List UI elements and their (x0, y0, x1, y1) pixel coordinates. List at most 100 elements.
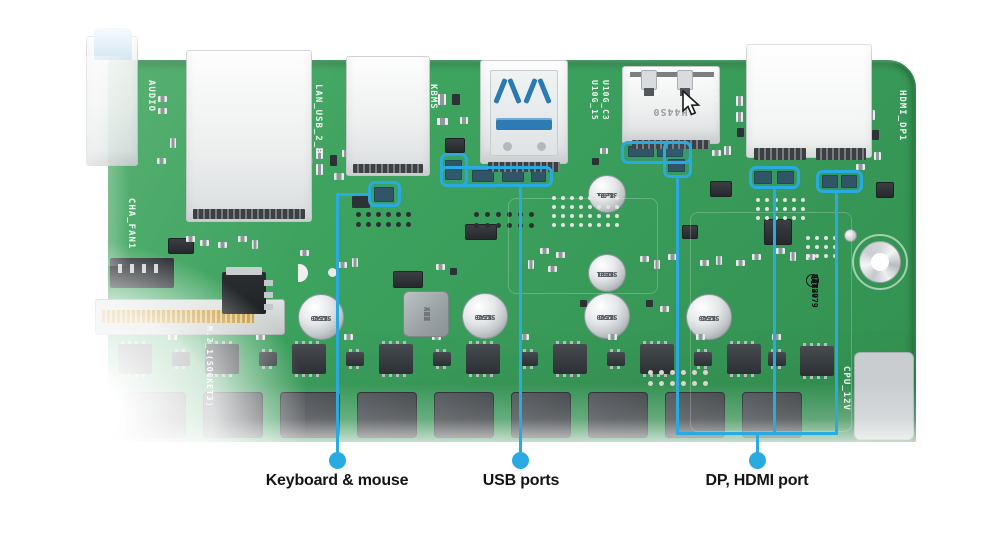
soic-chip (694, 349, 712, 369)
pin-pad (692, 370, 697, 375)
ic-chip (465, 224, 497, 240)
pin-pad (366, 212, 371, 217)
smd-component (436, 264, 445, 270)
leader-line-usb (519, 187, 522, 453)
mouse-cursor-icon (682, 90, 701, 116)
pin-pad (474, 212, 479, 217)
ic-chip (876, 182, 894, 198)
inductor-marking: -47 400 XNX (422, 306, 432, 322)
pin-pad (824, 236, 828, 240)
mosfet-chip (800, 343, 834, 379)
smd-component (374, 187, 394, 202)
smd-component (874, 152, 881, 160)
mosfet-chip (640, 341, 674, 377)
highlight-hdmi-chip-b (816, 170, 863, 193)
smd-component (580, 300, 587, 307)
pin-pad (552, 223, 556, 227)
dp-notch (644, 88, 654, 96)
photo-fade-top (70, 0, 930, 66)
connector-pins (353, 164, 423, 173)
pin-pad (396, 222, 401, 227)
pin-pad (774, 216, 778, 220)
smd-component (452, 94, 460, 105)
pin-pad (792, 198, 796, 202)
pin-pad (615, 196, 619, 200)
pin-pad (606, 205, 610, 209)
pin-pad (588, 205, 592, 209)
mounting-hole (871, 253, 889, 271)
highlight-kbms-chip (368, 181, 401, 207)
silkscreen-dp2: DP2 (708, 84, 718, 104)
pin-pad (529, 223, 534, 228)
pin-pad (386, 222, 391, 227)
smd-component (170, 138, 176, 148)
pin-pad (356, 222, 361, 227)
dp-slot (630, 72, 714, 77)
smd-component (724, 146, 731, 155)
smd-component (841, 175, 857, 188)
pin-pad (801, 216, 805, 220)
smd-component (157, 158, 166, 164)
smd-component (736, 260, 745, 266)
smd-component (790, 252, 796, 261)
pin-pad (606, 214, 610, 218)
soic-chip (768, 349, 786, 369)
mosfet-chip (379, 341, 413, 377)
smd-component (316, 148, 323, 159)
pin-pad (606, 196, 610, 200)
smd-component (186, 236, 195, 242)
smd-component (316, 164, 323, 175)
callout-label-usb-ports: USB ports (482, 472, 560, 489)
highlight-dp-chip-b (663, 141, 692, 178)
smd-component (450, 268, 457, 275)
pin-pad (815, 236, 819, 240)
pin-pad (765, 198, 769, 202)
usb3-hole (537, 142, 546, 151)
smd-component (328, 268, 337, 277)
pin-pad (806, 245, 810, 249)
pin-pad (485, 223, 490, 228)
mosfet-chip (553, 341, 587, 377)
silkscreen-u10g-c3: U10G_C3 (601, 80, 610, 121)
silkscreen-u10g-15: U10G_15 (590, 80, 599, 121)
pin-pad (507, 212, 512, 217)
smd-component (716, 256, 722, 265)
smd-component (158, 108, 167, 114)
smd-component (338, 262, 347, 268)
smd-component (472, 170, 494, 182)
soic-chip (520, 349, 538, 369)
smd-component (460, 117, 468, 124)
smd-component (776, 248, 785, 254)
pin-pad (396, 212, 401, 217)
smd-component (608, 334, 617, 340)
pin-pad (579, 196, 583, 200)
smd-component (712, 150, 721, 156)
smd-component (752, 254, 761, 260)
smd-component (772, 334, 781, 340)
silkscreen-lan-usb: LAN_USB_2_B (313, 84, 323, 155)
smd-component (528, 260, 534, 269)
pin-pad (507, 223, 512, 228)
smd-component (548, 266, 557, 272)
smd-component (822, 175, 838, 188)
callout-label-keyboard-mouse: Keyboard & mouse (265, 472, 409, 489)
pin-pad (615, 223, 619, 227)
keyboard-mouse-connector (346, 56, 430, 176)
pin-pad (756, 198, 760, 202)
smd-component (330, 155, 337, 166)
pin-pad (774, 198, 778, 202)
pin-pad (356, 212, 361, 217)
pin-pad (648, 370, 653, 375)
dp-latch (677, 70, 693, 90)
smd-component (736, 96, 743, 106)
pin-pad (561, 196, 565, 200)
pin-pad (824, 245, 828, 249)
pin-pad (588, 214, 592, 218)
smd-component (660, 306, 669, 312)
lan-usb-connector (186, 50, 312, 222)
silkscreen-audio: AUDIO (146, 80, 156, 113)
pin-pad (597, 205, 601, 209)
